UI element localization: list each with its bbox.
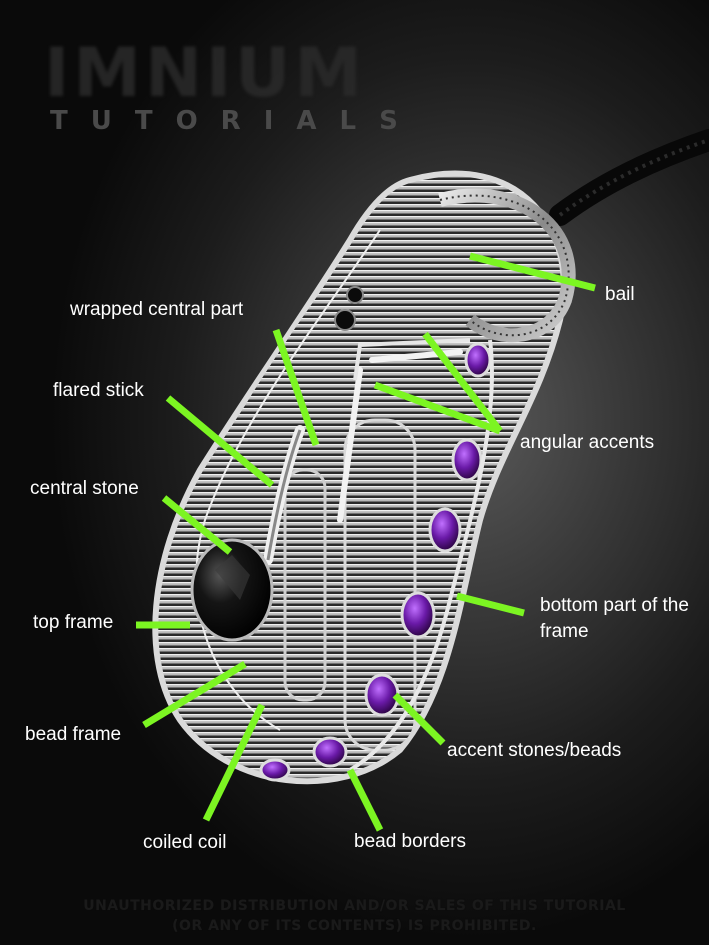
- label-accent-stones: accent stones/beads: [447, 740, 622, 761]
- logo-wordmark: IMNIUM: [44, 34, 367, 113]
- label-angular-accents: angular accents: [520, 432, 655, 453]
- label-flared-stick: flared stick: [53, 380, 144, 401]
- leader-angular-2: [373, 381, 502, 435]
- copyright-notice-line-1: UNAUTHORIZED DISTRIBUTION AND/OR SALES O…: [83, 898, 626, 914]
- leader-lines: [136, 252, 596, 832]
- leader-accent-stones: [392, 692, 446, 746]
- leader-angular-1: [422, 331, 503, 434]
- copyright-notice-line-2: (OR ANY OF ITS CONTENTS) IS PROHIBITED.: [172, 918, 537, 934]
- leader-flared-stick: [165, 395, 275, 488]
- label-bottom-part: bottom part of the frame: [540, 595, 689, 642]
- leader-bead-borders: [346, 768, 384, 832]
- label-wrapped-central-part: wrapped central part: [70, 299, 244, 320]
- logo-subtitle: TUTORIALS: [50, 106, 421, 136]
- label-top-frame: top frame: [33, 612, 114, 633]
- leader-bottom-part: [456, 592, 525, 617]
- cord: [549, 129, 709, 226]
- leader-wrapped-central-part: [272, 328, 320, 447]
- leader-coiled-coil: [202, 703, 266, 822]
- label-bead-frame: bead frame: [25, 724, 122, 745]
- leader-central-stone: [161, 495, 233, 555]
- label-bail: bail: [605, 284, 635, 305]
- amethyst-beads: [259, 342, 492, 782]
- label-coiled-coil: coiled coil: [143, 832, 227, 853]
- leader-bail: [469, 252, 596, 292]
- leader-bead-frame: [142, 661, 247, 728]
- label-central-stone: central stone: [30, 478, 139, 499]
- label-bead-borders: bead borders: [354, 831, 466, 852]
